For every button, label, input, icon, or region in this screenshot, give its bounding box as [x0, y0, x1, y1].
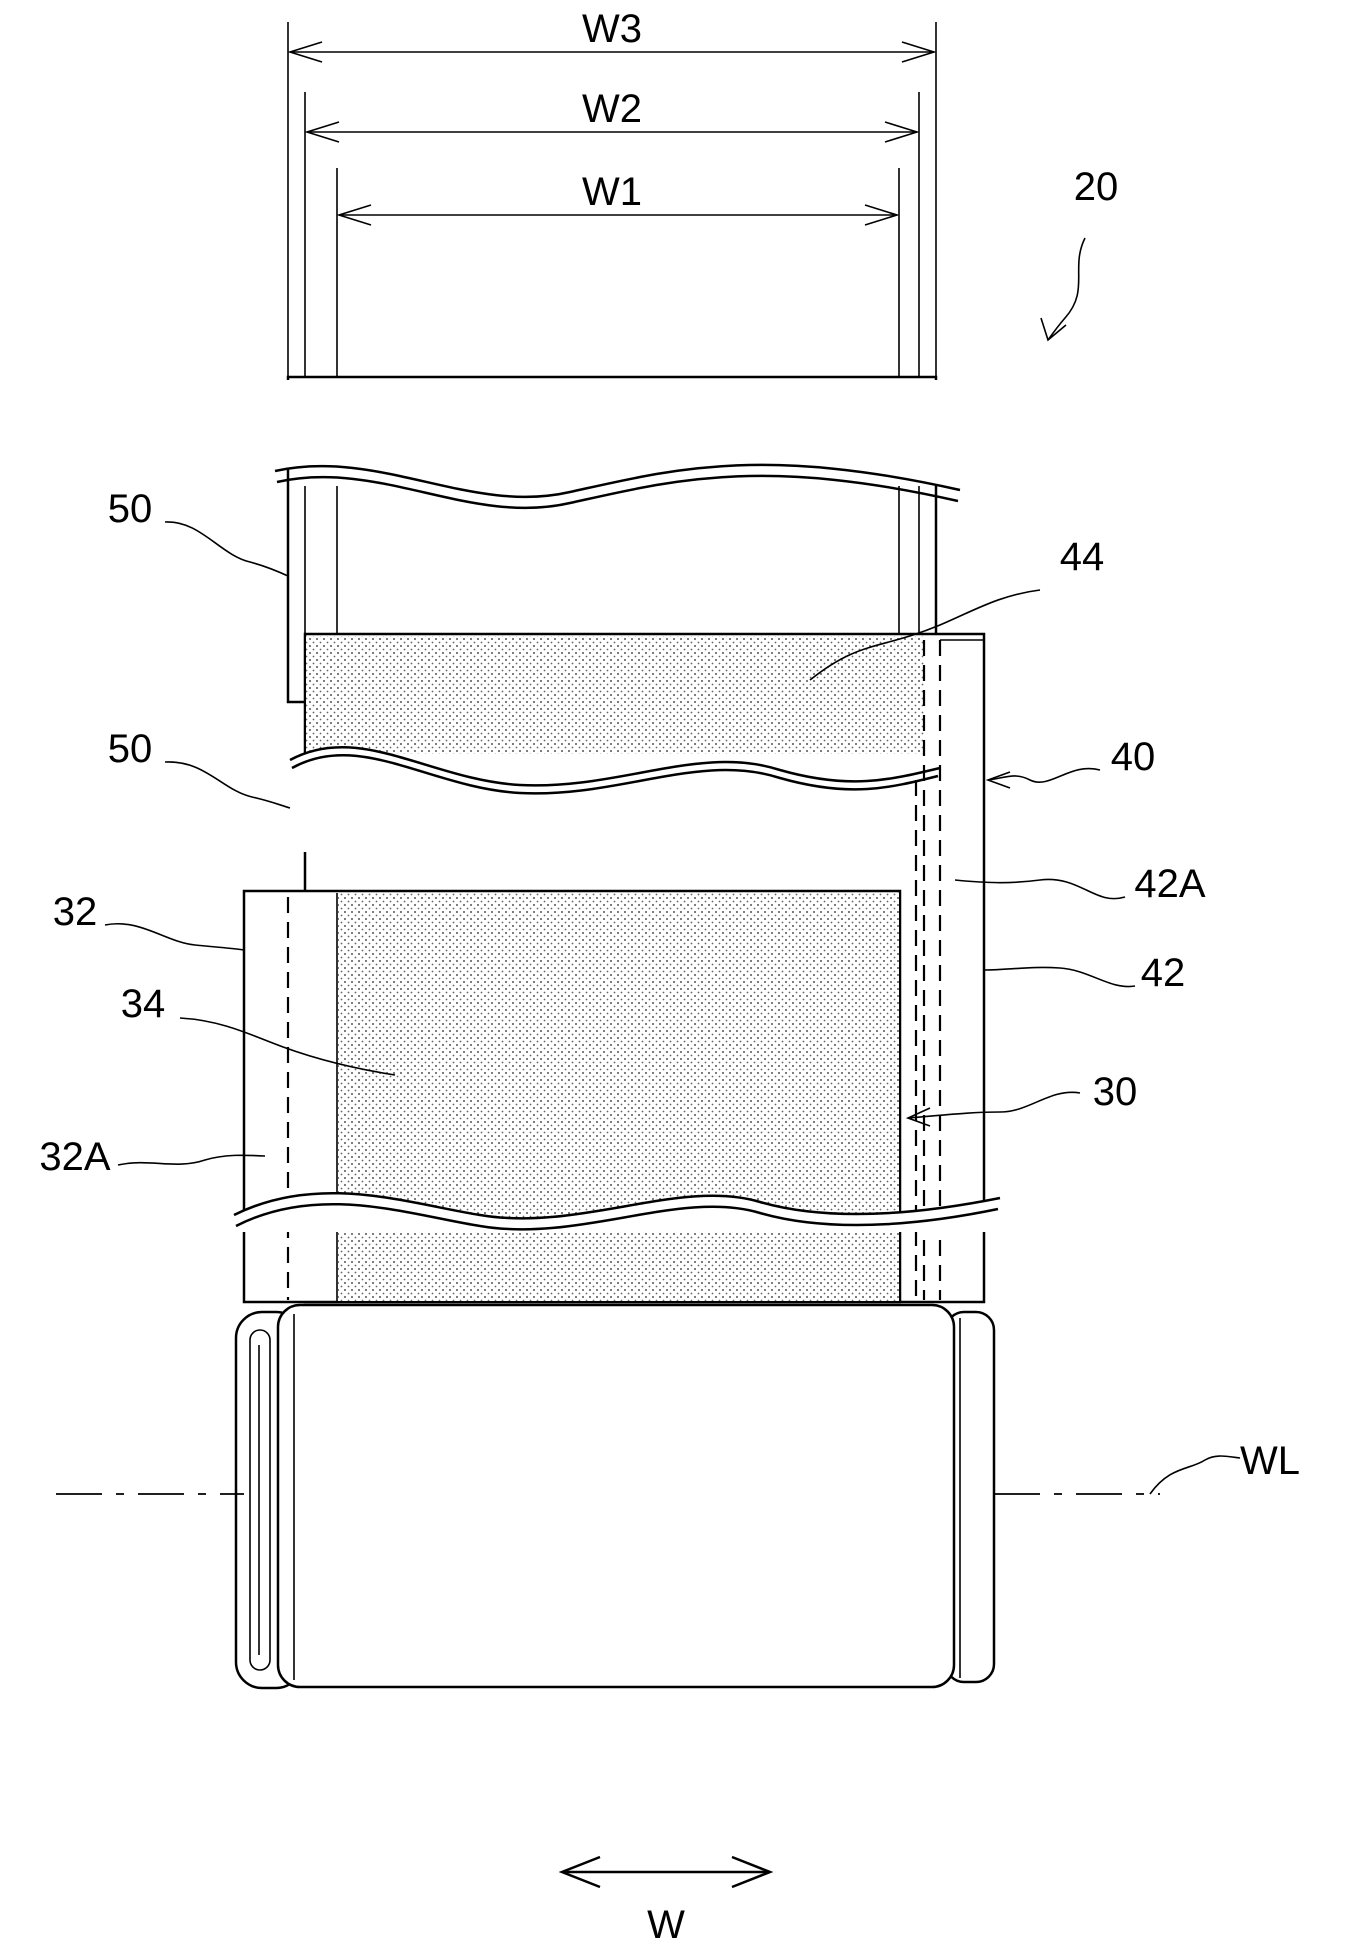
label-34: 34 — [121, 982, 396, 1076]
label-40: 40 — [985, 735, 1156, 789]
reference-20: 20 — [1040, 165, 1119, 342]
label-32A: 32A — [39, 1135, 266, 1179]
label-32: 32 — [53, 890, 245, 951]
svg-text:32: 32 — [53, 890, 98, 934]
dimension-w1: W1 — [336, 170, 900, 226]
svg-text:50: 50 — [108, 487, 153, 531]
label-44: 44 — [809, 535, 1105, 681]
svg-text:44: 44 — [1060, 535, 1105, 579]
direction-arrow: W — [558, 1855, 774, 1946]
winding-core — [234, 1303, 996, 1690]
winding-line-leader — [1149, 1455, 1241, 1495]
svg-text:32A: 32A — [39, 1135, 110, 1179]
label-30: 30 — [905, 1070, 1138, 1127]
svg-text:30: 30 — [1093, 1070, 1138, 1114]
dimension-w1-label: W1 — [582, 170, 642, 214]
extension-lines — [287, 22, 937, 380]
label-42A: 42A — [954, 862, 1206, 906]
svg-text:34: 34 — [121, 982, 166, 1026]
winding-line-label: WL — [1240, 1439, 1300, 1483]
dimension-w2: W2 — [304, 87, 920, 143]
active-material-34 — [338, 893, 899, 1301]
svg-text:42: 42 — [1141, 951, 1186, 995]
active-material-44 — [306, 636, 924, 754]
dimension-w3: W3 — [287, 7, 937, 63]
reference-20-label: 20 — [1074, 165, 1119, 209]
label-50-top: 50 — [108, 487, 289, 577]
dimension-w3-label: W3 — [582, 7, 642, 51]
reference-20-leader — [1047, 237, 1086, 341]
label-50-mid: 50 — [108, 727, 291, 809]
winding-line: WL — [56, 1439, 1300, 1495]
direction-arrow-label: W — [647, 1903, 685, 1946]
svg-text:42A: 42A — [1134, 862, 1205, 906]
electrode-30 — [233, 889, 1001, 1304]
dimension-w2-label: W2 — [582, 87, 642, 131]
label-42: 42 — [983, 951, 1186, 995]
svg-text:50: 50 — [108, 727, 153, 771]
svg-text:40: 40 — [1111, 735, 1156, 779]
